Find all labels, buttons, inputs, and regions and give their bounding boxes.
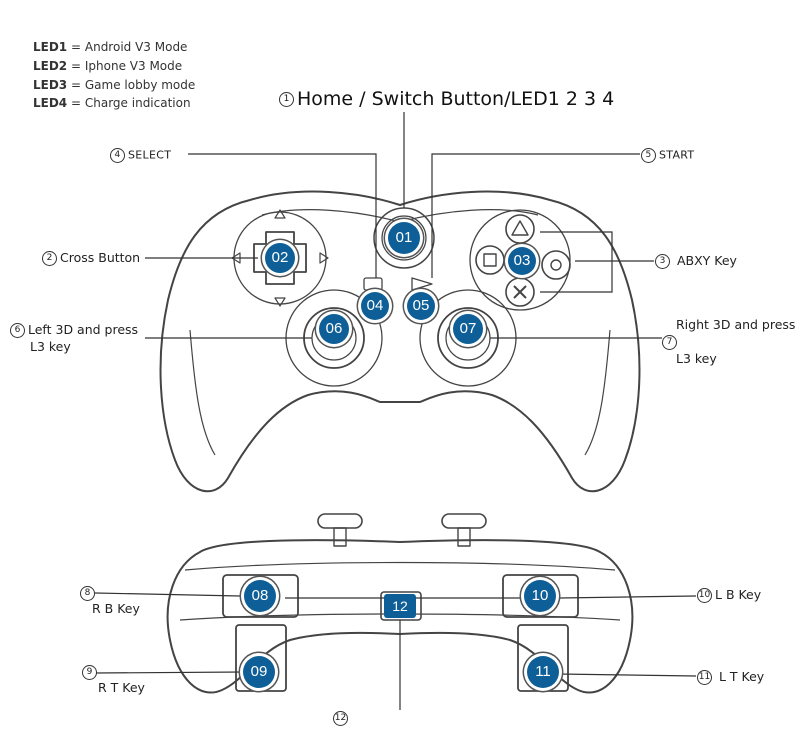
- callout-8-rb: 8 R B Key: [80, 585, 140, 616]
- callout-9-rt: 9 R T Key: [82, 664, 145, 695]
- badge-09-rt: 09: [243, 656, 275, 688]
- legend-row-3: LED3 = Game lobby mode: [33, 78, 196, 92]
- badge-04-select: 04: [361, 292, 389, 320]
- legend-row-4: LED4 = Charge indication: [33, 96, 191, 110]
- legend-row-2: LED2 = Iphone V3 Mode: [33, 59, 183, 73]
- callout-12: 12: [333, 711, 351, 726]
- badge-10-lb: 10: [524, 580, 556, 612]
- callout-7-right-stick: Right 3D and press 7 L3 key: [662, 316, 795, 367]
- badge-08-rb: 08: [244, 580, 276, 612]
- legend-row-1: LED1 = Android V3 Mode: [33, 40, 188, 54]
- controller-top-body: [159, 190, 641, 493]
- badge-01-home: 01: [388, 222, 420, 254]
- badge-03-abxy: 03: [508, 247, 536, 275]
- badge-07-right-stick: 07: [453, 314, 483, 344]
- badge-11-lt: 11: [527, 656, 559, 688]
- badge-02-dpad: 02: [265, 243, 295, 273]
- badge-05-start: 05: [407, 292, 435, 320]
- badge-12-port: 12: [384, 594, 416, 618]
- dpad-shape: [253, 231, 307, 285]
- controller-front-body: [166, 539, 634, 694]
- badge-06-left-stick: 06: [319, 314, 349, 344]
- callout-11-lt: 11 L T Key: [697, 669, 765, 685]
- callout-3-abxy: 3 ABXY Key: [655, 254, 737, 269]
- leader-lines: [94, 112, 697, 710]
